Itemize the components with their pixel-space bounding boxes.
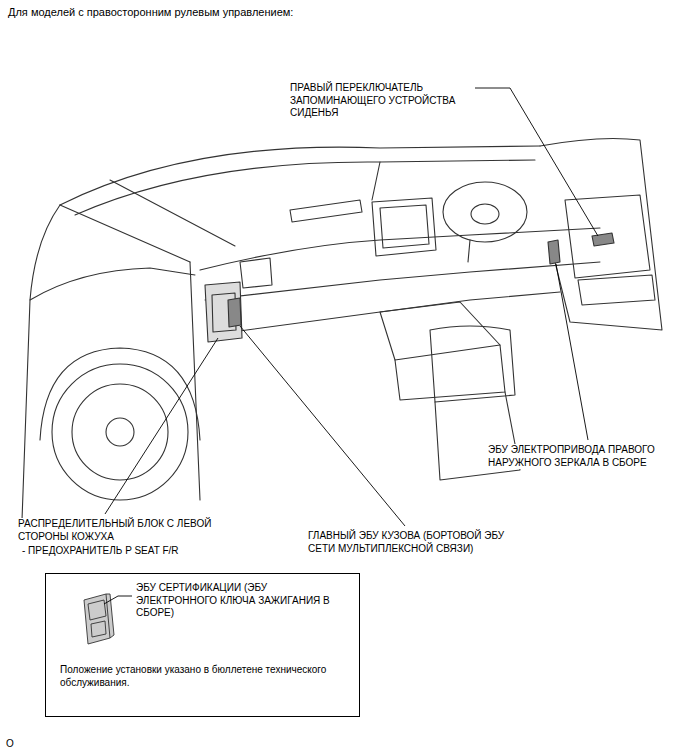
figure-title: Для моделей с правосторонним рулевым упр… [8, 6, 293, 20]
part-label: ЭБУ ЭЛЕКТРОПРИВОДА ПРАВОГО НАРУЖНОГО ЗЕР… [488, 444, 683, 469]
figure-code: O [6, 738, 26, 751]
part-label: ЭБУ СЕРТИФИКАЦИИ (ЭБУ ЭЛЕКТРОННОГО КЛЮЧА… [136, 582, 336, 620]
part-label: РАСПРЕДЕЛИТЕЛЬНЫЙ БЛОК С ЛЕВОЙ СТОРОНЫ К… [18, 518, 236, 543]
part-label: ГЛАВНЫЙ ЭБУ КУЗОВА (БОРТОВОЙ ЭБУ СЕТИ МУ… [308, 530, 526, 555]
part-label: ПРАВЫЙ ПЕРЕКЛЮЧАТЕЛЬ ЗАПОМИНАЮЩЕГО УСТРО… [290, 82, 475, 120]
ecu-icon [74, 586, 134, 656]
note-text: Положение установки указано в бюллетене … [60, 664, 350, 689]
note-box: ЭБУ СЕРТИФИКАЦИИ (ЭБУ ЭЛЕКТРОННОГО КЛЮЧА… [45, 573, 360, 717]
fuse-label: - ПРЕДОХРАНИТЕЛЬ P SEAT F/R [22, 545, 222, 558]
